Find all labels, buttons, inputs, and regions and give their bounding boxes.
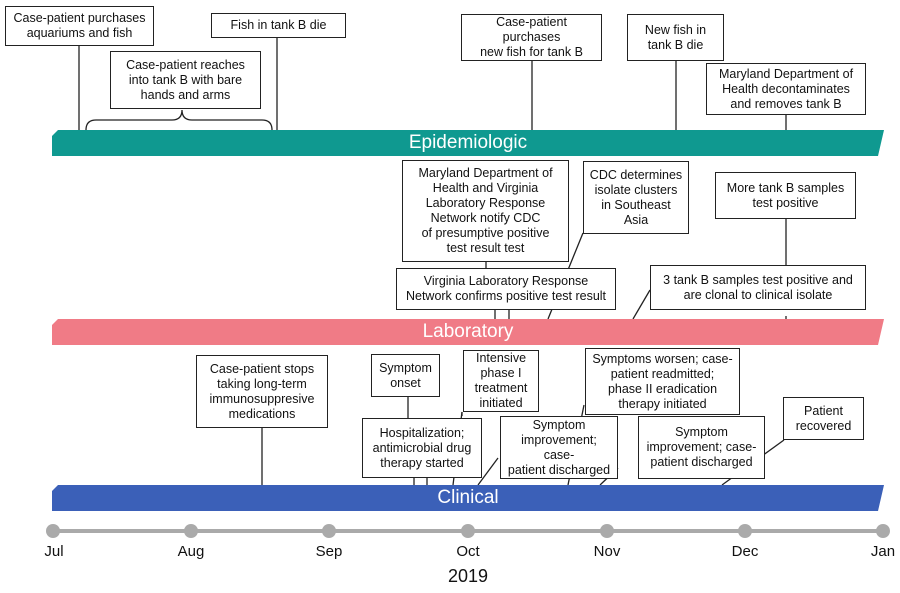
event-fish-die: Fish in tank B die <box>211 13 346 38</box>
month-label-sep: Sep <box>315 543 343 560</box>
laboratory-band: Laboratory <box>52 319 884 345</box>
axis-tick-nov <box>600 524 614 538</box>
event-symptoms-worsen: Symptoms worsen; case- patient readmitte… <box>585 348 740 415</box>
month-label-jan: Jan <box>870 543 896 560</box>
month-label-jul: Jul <box>44 543 64 560</box>
event-purchase-aquariums: Case-patient purchases aquariums and fis… <box>5 6 154 46</box>
axis-tick-oct <box>461 524 475 538</box>
axis-tick-dec <box>738 524 752 538</box>
event-stops-medications: Case-patient stops taking long-term immu… <box>196 355 328 428</box>
epidemiologic-band: Epidemiologic <box>52 130 884 156</box>
axis-tick-jan <box>876 524 890 538</box>
event-purchase-new-fish: Case-patient purchases new fish for tank… <box>461 14 602 61</box>
event-hospitalization: Hospitalization; antimicrobial drug ther… <box>362 418 482 478</box>
event-decontaminates-tank: Maryland Department of Health decontamin… <box>706 63 866 115</box>
event-improvement-2: Symptom improvement; case- patient disch… <box>638 416 765 479</box>
event-more-samples-positive: More tank B samples test positive <box>715 172 856 219</box>
month-label-aug: Aug <box>177 543 205 560</box>
axis-tick-aug <box>184 524 198 538</box>
month-label-oct: Oct <box>456 543 480 560</box>
event-notify-cdc: Maryland Department of Health and Virgin… <box>402 160 569 262</box>
event-lrn-confirms: Virginia Laboratory Response Network con… <box>396 268 616 310</box>
clinical-band: Clinical <box>52 485 884 511</box>
event-intensive-phase: Intensive phase I treatment initiated <box>463 350 539 412</box>
month-label-dec: Dec <box>731 543 759 560</box>
axis-tick-jul <box>46 524 60 538</box>
event-patient-recovered: Patient recovered <box>783 397 864 440</box>
month-label-nov: Nov <box>593 543 621 560</box>
year-label: 2019 <box>447 566 489 586</box>
event-clonal-samples: 3 tank B samples test positive and are c… <box>650 265 866 310</box>
event-improvement-1: Symptom improvement; case- patient disch… <box>500 416 618 479</box>
event-symptom-onset: Symptom onset <box>371 354 440 397</box>
event-new-fish-die: New fish in tank B die <box>627 14 724 61</box>
event-isolate-clusters: CDC determines isolate clusters in South… <box>583 161 689 234</box>
axis-tick-sep <box>322 524 336 538</box>
event-reach-tank-b: Case-patient reaches into tank B with ba… <box>110 51 261 109</box>
